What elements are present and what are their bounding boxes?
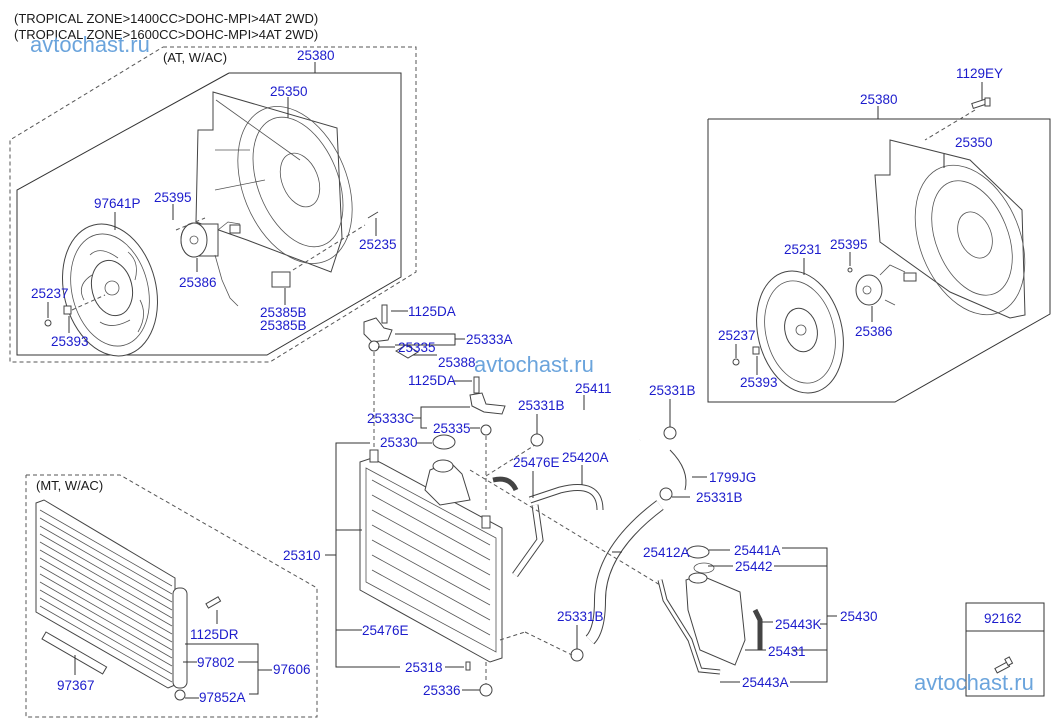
part-label[interactable]: 97852A [199, 690, 246, 705]
part-label[interactable]: 25420A [562, 450, 609, 465]
bolt-icon [994, 656, 1014, 674]
connector-icon [271, 271, 291, 288]
part-label[interactable]: 25443A [742, 675, 789, 690]
at-25380-assembly-box [16, 72, 402, 356]
part-label[interactable]: 25336 [423, 683, 461, 698]
fan-motor-icon [855, 264, 917, 306]
part-92162-box: 92162 [965, 602, 1045, 697]
header-line-2: (TROPICAL ZONE>1600CC>DOHC-MPI>4AT 2WD) [14, 27, 318, 42]
part-label[interactable]: 25412A [643, 545, 690, 560]
part-label[interactable]: 25385B [260, 305, 307, 320]
part-label[interactable]: 25335 [433, 421, 471, 436]
hose-clamp-icon [663, 426, 677, 440]
part-label[interactable]: 25318 [405, 660, 443, 675]
at-group-dashed-border [9, 46, 417, 363]
nut-icon [44, 319, 52, 327]
part-label[interactable]: 25393 [51, 334, 89, 349]
washer-icon [63, 305, 72, 315]
hose-clamp-icon [659, 487, 673, 501]
washer-icon [752, 346, 760, 355]
watermark: avtochast.ru [30, 32, 150, 57]
part-label[interactable]: 25235 [359, 237, 397, 252]
radiator-icon [359, 449, 503, 663]
part-label[interactable]: 25350 [270, 84, 308, 99]
part-label[interactable]: 25395 [154, 190, 192, 205]
part-label[interactable]: 25380 [860, 92, 898, 107]
part-label[interactable]: 1125DA [408, 373, 456, 388]
part-label[interactable]: 25333A [466, 332, 513, 347]
reservoir-tank-icon [685, 545, 763, 666]
right-25380-assembly-box [707, 118, 1051, 403]
hose-clamp-icon [570, 648, 584, 662]
part-label[interactable]: 25430 [840, 609, 878, 624]
part-label[interactable]: 97367 [57, 678, 95, 693]
part-label[interactable]: 25443K [775, 617, 822, 632]
part-label[interactable]: 25386 [855, 324, 893, 339]
part-label[interactable]: 25380 [297, 48, 335, 63]
drain-plug-icon [465, 661, 471, 671]
right-fan-group: 1129EY 25380 25350 25231 25395 25386 252… [707, 66, 1051, 403]
radiator-cap-icon [432, 434, 456, 450]
mt-group-dashed-border [25, 474, 318, 718]
hose-clamp-icon [530, 433, 544, 447]
part-label[interactable]: 25335 [398, 340, 436, 355]
part-label[interactable]: 25431 [768, 644, 806, 659]
part-label[interactable]: 25237 [31, 286, 69, 301]
fan-motor-icon [180, 221, 241, 307]
part-label[interactable]: 25331B [518, 398, 565, 413]
part-label[interactable]: 25386 [179, 275, 217, 290]
part-label[interactable]: 92162 [984, 611, 1022, 626]
fan-blade-icon [756, 270, 844, 394]
at-group-caption: (AT, W/AC) [163, 50, 227, 65]
part-label[interactable]: 1129EY [956, 66, 1003, 81]
watermark: avtochast.ru [914, 670, 1034, 695]
part-label[interactable]: 1125DR [190, 627, 239, 642]
fan-blade-icon [62, 223, 158, 357]
part-label[interactable]: 25350 [955, 135, 993, 150]
part-label[interactable]: 25333C [367, 411, 415, 426]
strap-icon [669, 449, 687, 491]
part-label[interactable]: 25476E [362, 623, 409, 638]
at-fan-group: (AT, W/AC) [9, 46, 417, 363]
part-label[interactable]: 25330 [380, 435, 418, 450]
part-label[interactable]: 25231 [784, 242, 822, 257]
fan-shroud-icon [874, 139, 1026, 319]
bracket-icon [363, 304, 506, 436]
mt-condenser-group: (MT, W/AC) 1125DR 97802 97606 97367 9785… [25, 474, 318, 718]
seal-strip-icon [41, 631, 108, 675]
condenser-icon [35, 499, 188, 701]
grommet-icon [479, 683, 493, 697]
part-label[interactable]: 97606 [273, 662, 311, 677]
bolt-icon [205, 596, 222, 609]
part-label[interactable]: 25388 [438, 355, 476, 370]
part-label[interactable]: 97802 [197, 655, 235, 670]
bolt-icon [971, 97, 991, 109]
part-label[interactable]: 25331B [649, 383, 696, 398]
screw-icon [847, 267, 853, 273]
part-label[interactable]: 1125DA [408, 304, 456, 319]
part-label[interactable]: 25393 [740, 375, 778, 390]
watermark: avtochast.ru [474, 352, 594, 377]
part-label[interactable]: 25441A [734, 543, 781, 558]
part-label[interactable]: 25331B [696, 490, 743, 505]
mt-group-caption: (MT, W/AC) [36, 478, 103, 493]
part-label[interactable]: 25331B [557, 609, 604, 624]
part-label[interactable]: 25237 [718, 328, 756, 343]
screw-icon [367, 211, 379, 219]
part-label[interactable]: 25395 [830, 237, 868, 252]
part-label[interactable]: 97641P [94, 196, 141, 211]
part-label[interactable]: 25476E [513, 455, 560, 470]
fan-shroud-icon [195, 91, 353, 273]
part-label[interactable]: 25442 [735, 559, 773, 574]
part-label[interactable]: 25385B [260, 318, 307, 333]
header-line-1: (TROPICAL ZONE>1400CC>DOHC-MPI>4AT 2WD) [14, 11, 318, 26]
part-label[interactable]: 25310 [283, 548, 321, 563]
part-label[interactable]: 1799JG [709, 470, 756, 485]
radiator-group: 1125DA 25333A 25335 25388 1125DA 25333C … [283, 304, 878, 698]
part-label[interactable]: 25411 [575, 381, 612, 396]
hose-icon [492, 435, 721, 675]
nut-icon [732, 358, 740, 366]
